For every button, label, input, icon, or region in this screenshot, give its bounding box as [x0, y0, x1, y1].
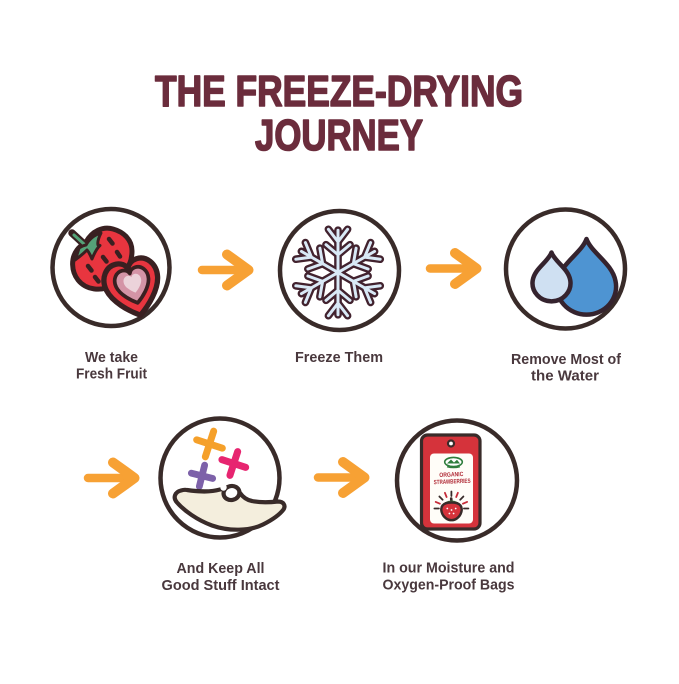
svg-text:And Keep All: And Keep All [177, 560, 265, 577]
svg-text:Remove Most of: Remove Most of [511, 351, 622, 368]
svg-text:We take: We take [85, 349, 138, 366]
svg-text:Good Stuff Intact: Good Stuff Intact [162, 577, 280, 594]
svg-text:ORGANIC: ORGANIC [439, 471, 464, 479]
svg-text:Freeze Them: Freeze Them [295, 349, 383, 366]
svg-text:THE FREEZE-DRYING: THE FREEZE-DRYING [155, 67, 523, 116]
svg-text:the Water: the Water [531, 368, 599, 385]
svg-text:STRAWBERRIES: STRAWBERRIES [433, 478, 470, 487]
svg-text:Oxygen-Proof Bags: Oxygen-Proof Bags [383, 577, 515, 594]
svg-text:JOURNEY: JOURNEY [255, 111, 423, 160]
svg-text:Fresh Fruit: Fresh Fruit [76, 366, 147, 383]
svg-text:In our Moisture and: In our Moisture and [383, 560, 515, 577]
